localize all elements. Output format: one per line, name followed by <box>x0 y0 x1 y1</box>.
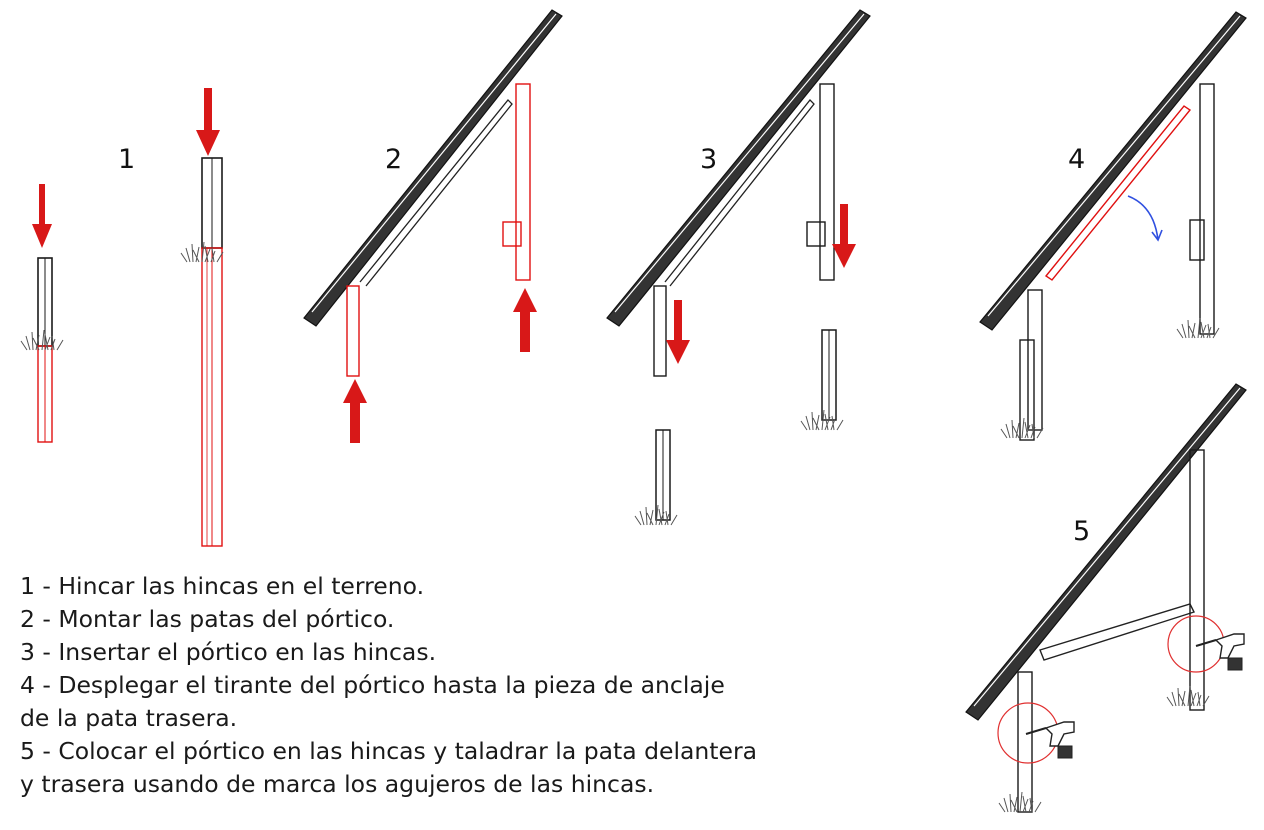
rotation-arrow <box>1127 195 1163 242</box>
drill-icon-rear <box>1195 633 1245 671</box>
step-3-frame <box>606 9 871 526</box>
pile-arrow-2 <box>196 88 220 156</box>
step-label-4: 4 <box>1068 144 1085 175</box>
step-label-1: 1 <box>118 144 135 175</box>
step-1-short-pile <box>20 184 64 443</box>
step-1-long-pile <box>180 88 224 547</box>
instructions-list: 1 - Hincar las hincas en el terreno. 2 -… <box>20 570 760 801</box>
step-2-frame <box>303 9 563 443</box>
insert-arrow-rear <box>832 204 856 268</box>
step-4-frame <box>979 11 1247 441</box>
instruction-step-5: 5 - Colocar el pórtico en las hincas y t… <box>20 737 758 798</box>
leg-arrow-rear <box>513 288 537 352</box>
step-5-frame <box>965 383 1247 813</box>
instruction-step-4: 4 - Desplegar el tirante del pórtico has… <box>20 671 725 732</box>
insert-arrow-front <box>666 300 690 364</box>
leg-arrow-front <box>343 379 367 443</box>
instruction-step-1: 1 - Hincar las hincas en el terreno. <box>20 572 425 600</box>
step-label-5: 5 <box>1073 516 1090 547</box>
step-label-2: 2 <box>385 144 402 175</box>
drill-circle-rear <box>1167 615 1225 673</box>
instruction-step-3: 3 - Insertar el pórtico en las hincas. <box>20 638 437 666</box>
step-label-3: 3 <box>700 144 717 175</box>
instruction-step-2: 2 - Montar las patas del pórtico. <box>20 605 395 633</box>
pile-arrow-1 <box>32 184 52 248</box>
